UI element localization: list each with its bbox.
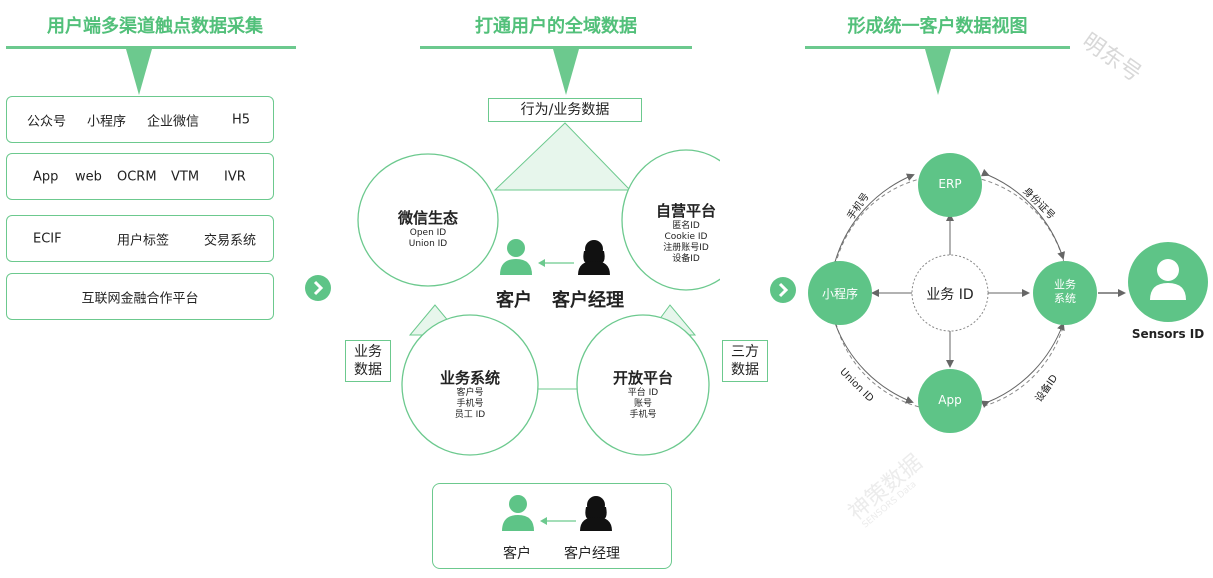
bottom-people-icons <box>502 495 612 531</box>
channel-row-1: 公众号 小程序 企业微信 H5 <box>6 96 274 143</box>
section3-title: 形成统一客户数据视图 <box>847 16 1028 37</box>
circle-biz-line-3: 员工 ID <box>454 410 486 420</box>
sensors-id-label: Sensors ID <box>1131 327 1205 341</box>
section1-arrow-down <box>126 49 152 95</box>
section2-arrow-down <box>553 49 579 95</box>
circle-wechat-line-1: Open ID <box>409 228 447 238</box>
section2-underline <box>420 46 692 49</box>
section2-title: 打通用户的全域数据 <box>475 16 637 37</box>
circle-open-line-2: 账号 <box>633 399 652 409</box>
channel-row-2: App web OCRM VTM IVR <box>6 153 274 200</box>
section3-arrow-down <box>925 49 951 95</box>
third-party-data-label: 三方 数据 <box>722 340 768 382</box>
circle-wechat-title: 微信生态 <box>397 209 458 227</box>
watermark-author: 明东号 <box>1077 28 1146 88</box>
channel-gongzhonghao: 公众号 <box>27 114 67 129</box>
center-customer-label: 客户 <box>496 290 532 311</box>
channel-ecif: ECIF <box>33 231 62 246</box>
node-app: App <box>938 393 962 407</box>
chevron-right-icon-2 <box>770 277 796 303</box>
channel-trade-system: 交易系统 <box>204 233 257 248</box>
bottom-customer-label: 客户 <box>503 546 531 562</box>
channel-vtm: VTM <box>171 169 200 184</box>
circle-self-line-4: 设备ID <box>672 254 700 264</box>
circle-self-line-1: 匿名ID <box>672 221 700 231</box>
circle-self-platform: 自营平台 匿名ID Cookie ID 注册账号ID 设备ID <box>626 200 746 265</box>
channel-h5: H5 <box>232 112 251 127</box>
bottom-relationship-box <box>432 483 672 569</box>
manager-icon <box>580 496 612 531</box>
channel-wecom: 企业微信 <box>147 114 200 129</box>
behavior-data-label: 行为/业务数据 <box>488 98 642 122</box>
circle-open-line-3: 手机号 <box>629 410 657 420</box>
channel-app: App <box>33 169 59 184</box>
circle-self-line-2: Cookie ID <box>664 232 708 242</box>
customer-icon <box>500 239 532 275</box>
customer-icon <box>502 495 534 531</box>
channel-fintech-platform: 互联网金融合作平台 <box>81 291 199 306</box>
section3-underline <box>805 46 1070 49</box>
center-people-icons <box>500 239 610 275</box>
chevron-right-icon-1 <box>305 275 331 301</box>
unified-view-diagram <box>808 153 1208 433</box>
circle-biz-title: 业务系统 <box>439 369 500 387</box>
channel-user-tags: 用户标签 <box>117 233 170 248</box>
circle-biz-line-1: 客户号 <box>456 388 484 398</box>
node-miniprogram: 小程序 <box>821 287 858 301</box>
circle-open-title: 开放平台 <box>612 369 673 387</box>
circle-open-platform: 开放平台 平台 ID 账号 手机号 <box>583 367 703 421</box>
node-erp: ERP <box>938 177 962 191</box>
section1-underline <box>6 46 296 49</box>
circle-open-line-1: 平台 ID <box>627 388 659 398</box>
channel-row-3: ECIF 用户标签 交易系统 <box>6 215 274 262</box>
data-integration-diagram <box>357 122 720 456</box>
circle-biz-system: 业务系统 客户号 手机号 员工 ID <box>410 367 530 421</box>
circle-self-title: 自营平台 <box>655 202 716 220</box>
channel-ocrm: OCRM <box>117 169 157 184</box>
circle-self-line-3: 注册账号ID <box>663 243 709 253</box>
center-manager-label: 客户经理 <box>552 290 624 311</box>
manager-icon <box>578 240 610 275</box>
business-data-label: 业务 数据 <box>345 340 391 382</box>
channel-miniprogram: 小程序 <box>87 114 127 129</box>
channel-ivr: IVR <box>224 169 246 184</box>
circle-wechat: 微信生态 Open ID Union ID <box>368 207 488 250</box>
section1-title: 用户端多渠道触点数据采集 <box>47 16 263 37</box>
sensors-user-icon <box>1150 259 1186 300</box>
circle-biz-line-2: 手机号 <box>456 399 484 409</box>
circle-wechat-line-2: Union ID <box>408 239 448 249</box>
bottom-manager-label: 客户经理 <box>564 546 620 562</box>
channel-row-4: 互联网金融合作平台 <box>6 273 274 320</box>
business-id-label: 业务 ID <box>926 287 974 303</box>
node-biz-system: 业务 系统 <box>1054 278 1076 305</box>
channel-web: web <box>75 169 102 184</box>
